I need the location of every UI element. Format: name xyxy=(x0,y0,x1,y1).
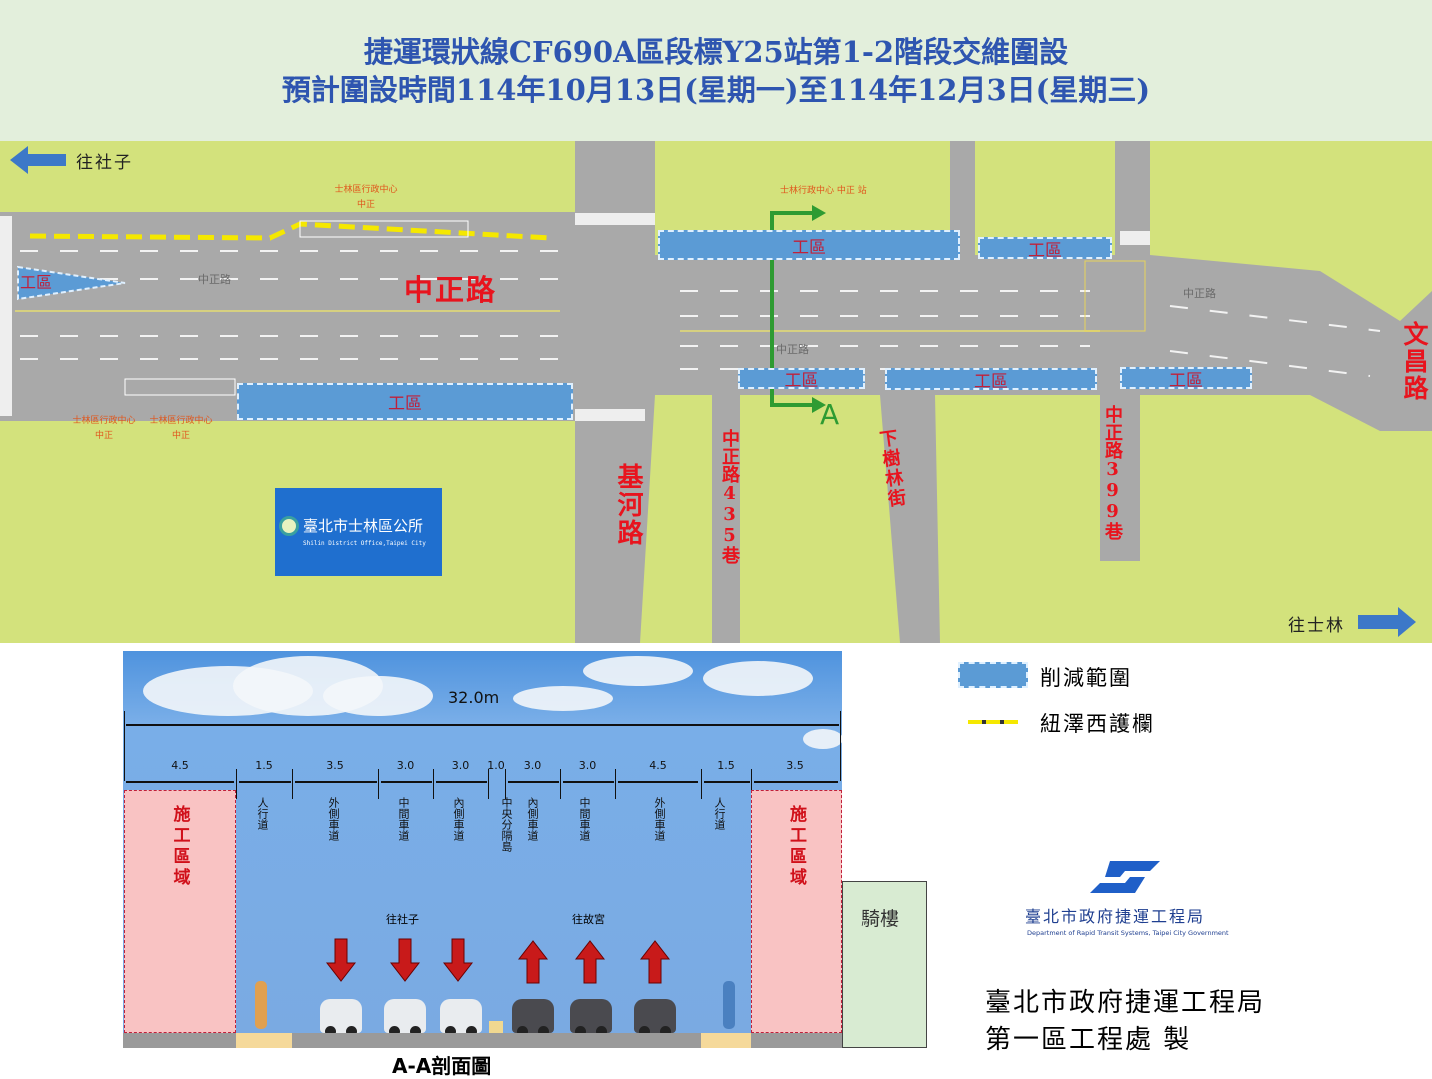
credit-line2: 第一區工程處 製 xyxy=(985,1025,1192,1055)
title-line1: 捷運環狀線CF690A區段標Y25站第1-2階段交維圍設 xyxy=(363,35,1069,69)
legend-reduction-swatch xyxy=(958,662,1028,688)
lane-label: 外側車道 xyxy=(653,797,666,841)
car-icon xyxy=(570,999,612,1037)
arrow-up-icon xyxy=(574,940,606,984)
lane-label: 中間車道 xyxy=(578,797,591,841)
section-marker: A xyxy=(820,398,840,431)
lane-label: 中央分隔島 xyxy=(500,797,513,852)
legend-barrier: 紐澤西護欄 xyxy=(1040,712,1155,736)
bus-stop-label: 士林區行政中心中正 xyxy=(149,416,213,441)
arrow-down-icon xyxy=(389,938,421,982)
median-barrier xyxy=(489,1021,503,1033)
work-area-left: 施工區域 xyxy=(124,790,236,1033)
direction-west: 往社子 xyxy=(76,153,133,173)
work-area-right: 施工區域 xyxy=(751,790,842,1033)
lane-label: 內側車道 xyxy=(526,797,539,841)
pedestrian-icon xyxy=(723,981,735,1029)
logo-emblem-icon xyxy=(279,516,299,536)
work-zone: 工區 xyxy=(237,383,573,420)
legend-reduction: 削減範圍 xyxy=(1040,666,1132,690)
sidewalk xyxy=(236,1033,292,1048)
car-icon xyxy=(440,999,482,1037)
lane-label: 內側車道 xyxy=(452,797,465,841)
work-zone: 工區 xyxy=(885,368,1097,392)
direction-west-label: 往社子 xyxy=(386,913,419,926)
bus-stop-label: 士林區行政中心中正 xyxy=(334,185,398,210)
arrow-left-icon xyxy=(10,146,66,174)
arrow-up-icon xyxy=(639,940,671,984)
arrow-down-icon xyxy=(325,938,357,982)
drts-logo-english: Department of Rapid Transit Systems, Tai… xyxy=(1027,929,1229,937)
road-name-main: 中正路 xyxy=(404,273,498,307)
work-zone: 工區 xyxy=(658,230,960,260)
road-network xyxy=(0,141,1432,643)
road-name-lane435: 中正路435巷 xyxy=(719,429,740,564)
sidewalk xyxy=(701,1033,751,1048)
car-icon xyxy=(384,999,426,1037)
green-section-line xyxy=(770,205,826,413)
header: 捷運環狀線CF690A區段標Y25站第1-2階段交維圍設 預計圍設時間114年1… xyxy=(0,0,1432,141)
road-name-lane399: 中正路399巷 xyxy=(1102,405,1123,540)
road-label-faded: 中正路 xyxy=(198,273,231,286)
traffic-map: 往社子 往士林 工區 工區 工區 工區 工區 工區 工區 中正路 中正路 中正路… xyxy=(0,141,1432,643)
work-zone: 工區 xyxy=(978,237,1112,261)
title-line2: 預計圍設時間114年10月13日(星期一)至114年12月3日(星期三) xyxy=(281,73,1151,107)
direction-east: 往士林 xyxy=(1288,616,1345,636)
lane-label: 外側車道 xyxy=(327,797,340,841)
pedestrian-icon xyxy=(255,981,267,1029)
ground xyxy=(123,1033,842,1048)
total-dimension-line xyxy=(126,724,839,726)
work-zone: 工區 xyxy=(738,368,865,391)
section-caption: A-A剖面圖 xyxy=(392,1054,492,1078)
car-icon xyxy=(634,999,676,1037)
credit-line1: 臺北市政府捷運工程局 xyxy=(985,988,1266,1018)
drts-logo-icon xyxy=(1090,857,1165,897)
road-label-faded: 中正路 xyxy=(776,343,809,356)
direction-east-label: 往故宮 xyxy=(572,913,605,926)
total-width: 32.0m xyxy=(448,688,500,707)
arrow-up-icon xyxy=(517,940,549,984)
traffic-direction-arrows xyxy=(325,938,671,984)
lane-label: 人行道 xyxy=(713,797,726,830)
work-zone-label: 工區 xyxy=(20,273,53,292)
lane-label: 人行道 xyxy=(256,797,269,830)
cross-section-diagram: 32.0m 4.5 1.5 3.5 3.0 3.0 1.0 3.0 3.0 4.… xyxy=(123,651,842,1048)
car-icon xyxy=(320,999,362,1037)
road-name-jihe: 基河路 xyxy=(613,463,643,547)
legend-barrier-swatch xyxy=(968,720,1018,724)
arcade-building: 騎樓 xyxy=(842,881,927,1048)
bus-stop-label: 士林行政中心 中正 站 xyxy=(780,186,867,196)
road-label-faded: 中正路 xyxy=(1183,287,1216,300)
shilin-district-logo: 臺北市士林區公所 Shilin District Office,Taipei C… xyxy=(275,488,442,576)
drts-logo-name: 臺北市政府捷運工程局 xyxy=(1025,907,1206,926)
lane-label: 中間車道 xyxy=(397,797,410,841)
arrow-right-icon xyxy=(1358,607,1416,637)
work-zone: 工區 xyxy=(1120,367,1252,391)
arrow-down-icon xyxy=(442,938,474,982)
car-icon xyxy=(512,999,554,1037)
bus-stop-label: 士林區行政中心中正 xyxy=(72,416,136,441)
road-name-wenchang: 文昌路 xyxy=(1400,321,1429,402)
